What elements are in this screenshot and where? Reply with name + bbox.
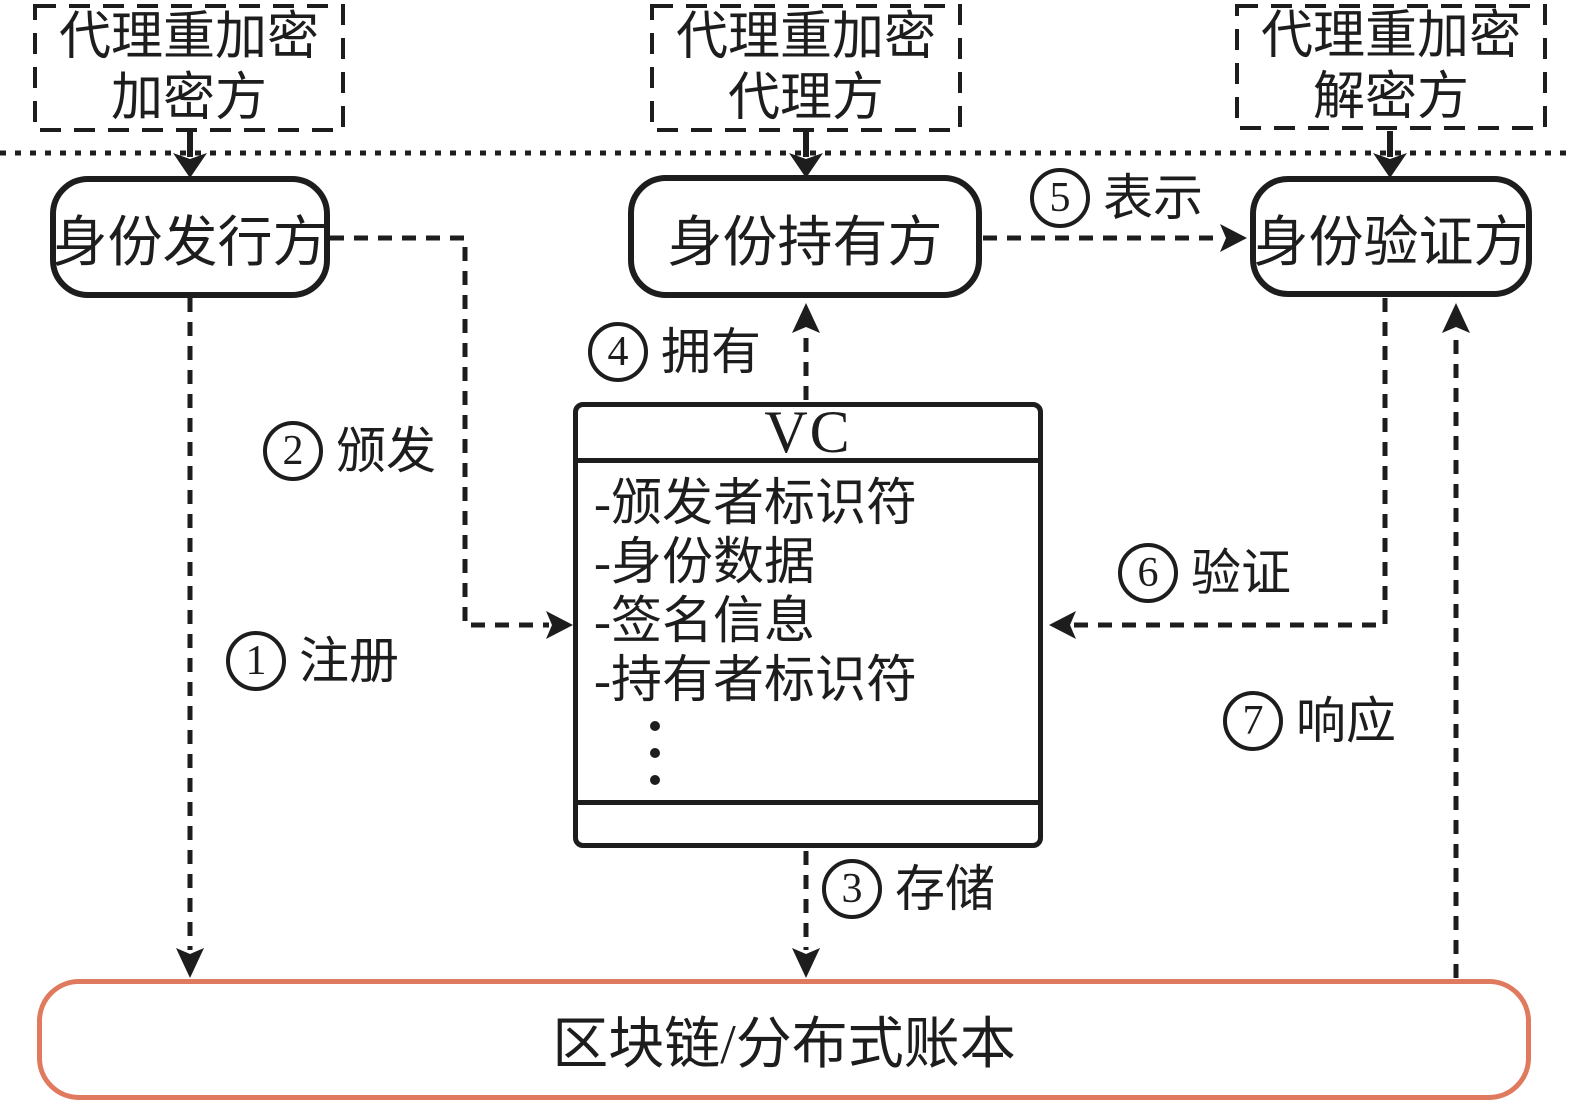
vc-field-identity-data: -身份数据 [594, 535, 815, 591]
ledger-label: 区块链/分布式账本 [552, 1014, 1016, 1076]
issuer-label: 身份发行方 [52, 212, 328, 273]
arrow-decryptor-to-verifier [1373, 131, 1407, 178]
step-own-number: 4 [588, 322, 648, 382]
arrow-store [792, 851, 820, 978]
vc-footer-section [578, 805, 1038, 843]
arrow-issue [330, 235, 573, 639]
step-issue: 2 颁发 [263, 421, 436, 481]
vc-field-list: -颁发者标识符 -身份数据 -签名信息 -持有者标识符 [578, 463, 1038, 805]
arrow-respond [1442, 303, 1470, 978]
proxy-encryptor-line1: 代理重加密 [58, 9, 319, 66]
arrow-encryptor-to-issuer [173, 131, 207, 178]
arrow-own [792, 303, 820, 400]
vc-field-holder-id: -持有者标识符 [594, 653, 917, 709]
step-issue-text: 颁发 [336, 423, 436, 479]
verifier-label: 身份验证方 [1253, 211, 1529, 273]
arrow-present [983, 224, 1247, 252]
step-present: 5 表示 [1030, 168, 1203, 228]
proxy-encryptor-box: 代理重加密 加密方 [35, 6, 343, 130]
step-register-text: 注册 [299, 633, 399, 689]
step-verify: 6 验证 [1118, 543, 1291, 603]
step-store-number: 3 [822, 859, 882, 919]
ledger-box: 区块链/分布式账本 [37, 979, 1531, 1100]
proxy-agent-line1: 代理重加密 [675, 9, 936, 66]
step-present-text: 表示 [1103, 170, 1203, 226]
vc-ellipsis [650, 721, 1038, 785]
step-respond-number: 7 [1223, 691, 1283, 751]
proxy-decryptor-frame [1235, 4, 1547, 130]
step-store-text: 存储 [895, 861, 995, 917]
step-own-text: 拥有 [661, 324, 761, 380]
proxy-agent-box: 代理重加密 代理方 [652, 6, 960, 130]
arrow-agent-to-holder [789, 131, 823, 178]
step-register: 1 注册 [226, 631, 399, 691]
step-verify-number: 6 [1118, 543, 1178, 603]
arrow-register [176, 298, 204, 978]
arrow-verify [1049, 298, 1388, 639]
step-respond-text: 响应 [1296, 693, 1396, 749]
step-issue-number: 2 [263, 421, 323, 481]
step-verify-text: 验证 [1191, 545, 1291, 601]
holder-label: 身份持有方 [667, 211, 943, 273]
vc-field-issuer-id: -颁发者标识符 [594, 476, 917, 532]
step-respond: 7 响应 [1223, 691, 1396, 751]
proxy-agent-line2: 代理方 [727, 70, 884, 127]
vc-field-signature-info: -签名信息 [594, 594, 815, 650]
proxy-decryptor-line2: 解密方 [1312, 69, 1469, 126]
issuer-box: 身份发行方 [50, 176, 330, 298]
vc-box: VC -颁发者标识符 -身份数据 -签名信息 -持有者标识符 [573, 399, 1043, 848]
step-present-number: 5 [1030, 168, 1090, 228]
proxy-decryptor-box: 代理重加密 解密方 [1237, 6, 1545, 128]
step-store: 3 存储 [822, 859, 995, 919]
proxy-decryptor-line1: 代理重加密 [1260, 8, 1521, 65]
step-register-number: 1 [226, 631, 286, 691]
proxy-agent-frame [650, 4, 962, 132]
proxy-encryptor-line2: 加密方 [110, 70, 267, 127]
vc-title: VC [578, 399, 1038, 465]
verifier-box: 身份验证方 [1250, 176, 1532, 297]
proxy-encryptor-frame [33, 4, 345, 132]
step-own: 4 拥有 [588, 322, 761, 382]
holder-box: 身份持有方 [628, 175, 982, 298]
